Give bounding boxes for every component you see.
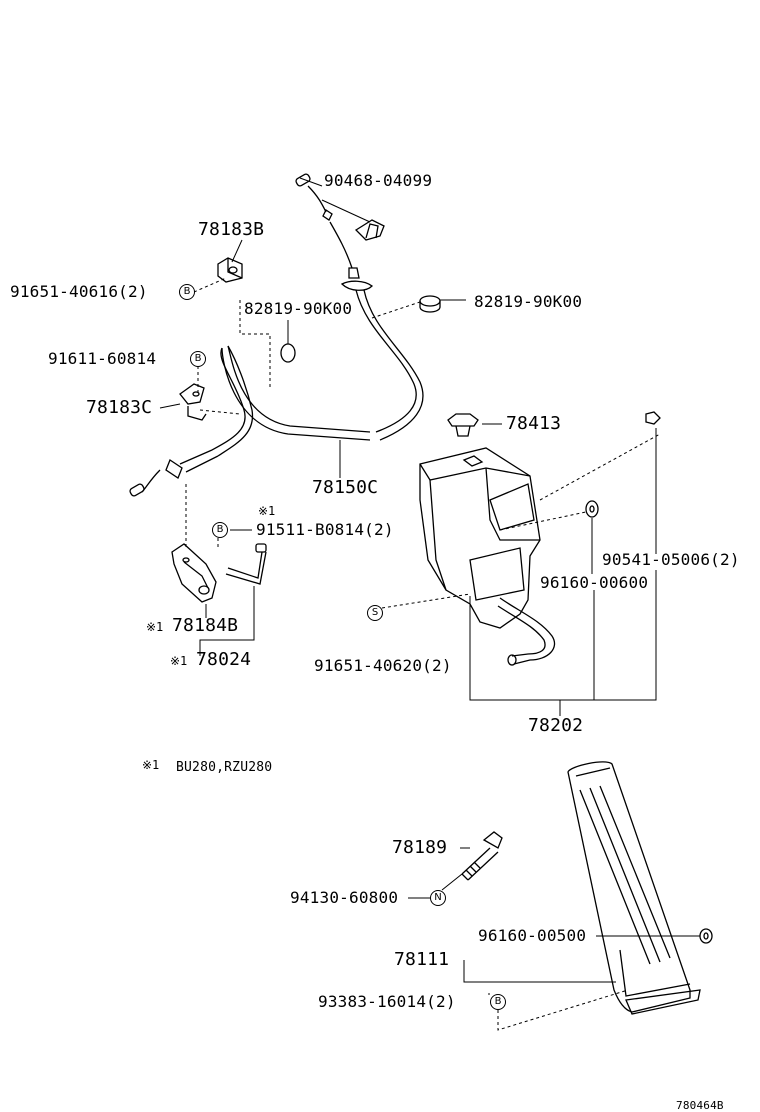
footnote-mark-78024: ※1 [170, 654, 188, 668]
badge-bolt-2: B [190, 351, 206, 367]
label-94130: 94130-60800 [290, 888, 399, 907]
pedal-box-78202 [419, 447, 556, 666]
label-78189: 78189 [392, 837, 448, 858]
note-text: BU280,RZU280 [176, 760, 273, 775]
badge-screw: S [367, 605, 383, 621]
accelerator-cable [129, 173, 424, 497]
leader-lines [159, 177, 700, 1031]
pin-90541 [645, 411, 661, 425]
clip-78413 [447, 413, 479, 437]
label-90541: 90541-05006(2) [602, 550, 740, 569]
badge-nut: N [430, 890, 446, 906]
label-78150c: 78150C [312, 477, 379, 498]
badge-bolt-4: B [490, 994, 506, 1010]
label-78183c: 78183C [86, 397, 153, 418]
label-78413: 78413 [506, 413, 562, 434]
label-82819-left: 82819-90K00 [244, 299, 353, 318]
label-78024: 78024 [196, 649, 252, 670]
grommet-left [280, 343, 296, 363]
badge-bolt-3: B [212, 522, 228, 538]
label-91651-616: 91651-40616(2) [10, 282, 148, 301]
footnote-mark-91511: ※1 [258, 504, 276, 518]
label-91511: 91511-B0814(2) [256, 520, 394, 539]
washer-96160-600 [585, 500, 599, 518]
bracket-78183b [217, 257, 243, 283]
bolt-78189 [461, 831, 503, 881]
label-91651-620: 91651-40620(2) [314, 656, 452, 675]
badge-bolt-1: B [179, 284, 195, 300]
label-93383: 93383-16014(2) [318, 992, 456, 1011]
label-78184b: 78184B [172, 615, 239, 636]
rod-78024 [225, 543, 267, 585]
bracket-78183c [179, 383, 207, 421]
pedal-78111 [567, 761, 701, 1015]
label-96160-600: 96160-00600 [540, 573, 649, 592]
bracket-78184b [171, 543, 217, 603]
label-78183b: 78183B [198, 219, 265, 240]
washer-96160-500 [699, 928, 713, 944]
label-78111: 78111 [394, 949, 450, 970]
label-90468: 90468-04099 [324, 171, 433, 190]
footnote-mark-78184b: ※1 [146, 620, 164, 634]
clip-90468 [354, 219, 385, 241]
label-96160-500: 96160-00500 [478, 926, 587, 945]
label-91611: 91611-60814 [48, 349, 157, 368]
label-82819-right: 82819-90K00 [474, 292, 583, 311]
figure-code: 780464B [676, 1099, 724, 1112]
label-78202: 78202 [528, 715, 584, 736]
note-symbol: ※1 [142, 758, 160, 772]
grommet-right [419, 295, 441, 313]
